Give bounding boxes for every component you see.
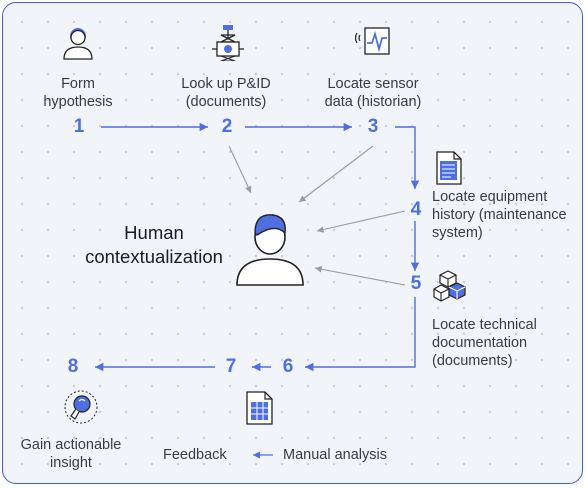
step-7-number: 7 (225, 356, 237, 377)
arrow-5-human (314, 265, 406, 286)
step-5-number: 5 (410, 273, 422, 294)
person-icon (61, 25, 95, 66)
step-8-number: 8 (67, 356, 79, 377)
arrow-4-human (316, 210, 406, 233)
manual-analysis-label: Manual analysis (283, 447, 387, 463)
sensor-signal-icon (353, 25, 393, 64)
lightbulb-icon (63, 389, 99, 430)
step-6-number: 6 (282, 356, 294, 377)
spreadsheet-icon (245, 391, 275, 430)
step-4-number: 4 (410, 199, 422, 220)
arrow-5-6 (305, 297, 416, 372)
arrow-2-human (228, 145, 252, 194)
person-large-icon (229, 207, 309, 292)
arrows-layer (95, 122, 420, 459)
step-1-number: 1 (73, 116, 85, 137)
step-3-number: 3 (367, 116, 379, 137)
feedback-label: Feedback (163, 447, 227, 463)
document-icon (435, 151, 463, 190)
step-2-label: Look up P&ID(documents) (181, 76, 271, 110)
arrow-3-4 (395, 126, 420, 189)
arrow-3-human (298, 145, 374, 203)
cubes-icon (433, 269, 467, 308)
step-2-number: 2 (221, 116, 233, 137)
valve-diagram-icon (211, 23, 245, 66)
